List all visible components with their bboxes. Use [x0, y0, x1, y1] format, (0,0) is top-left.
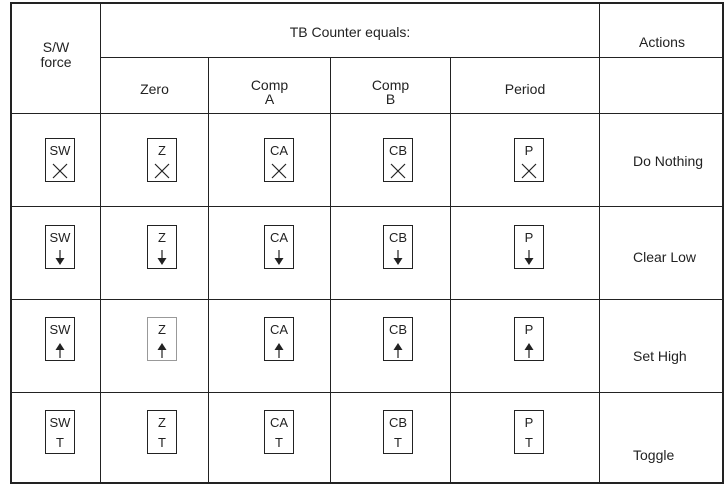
col-divider [100, 2, 101, 484]
symbol-box: CB [383, 225, 413, 269]
symbol-box: Z [147, 225, 177, 269]
arrow-down-icon [46, 250, 74, 266]
arrow-down-icon [515, 250, 543, 266]
row-divider [10, 299, 724, 300]
cross-icon [515, 163, 543, 179]
arrow-down-icon [148, 250, 176, 266]
action-label: Do Nothing [633, 153, 704, 169]
symbol-box: CA [264, 225, 294, 269]
symbol-box-label: Z [158, 322, 166, 337]
action-label: Toggle [633, 447, 675, 463]
col-divider [208, 57, 209, 484]
symbol-box-label: CB [388, 415, 408, 430]
col-divider [450, 57, 451, 484]
arrow-up-icon [265, 342, 293, 358]
sw-force-header: S/W force [12, 40, 100, 70]
column-header-zero: Zero [140, 81, 169, 97]
symbol-box-label: SW [49, 230, 71, 245]
row-divider [10, 113, 724, 114]
row-divider [101, 57, 599, 58]
arrow-up-icon [148, 342, 176, 358]
arrow-up-icon [384, 342, 412, 358]
toggle-symbol: T [394, 435, 402, 450]
column-header-comp-b: Comp B [371, 77, 410, 107]
symbol-box-label: SW [49, 143, 71, 158]
symbol-box: CB [383, 138, 413, 182]
symbol-box-label: P [524, 415, 534, 430]
toggle-symbol: T [525, 435, 533, 450]
symbol-box: CA T [264, 410, 294, 454]
symbol-box: CB T [383, 410, 413, 454]
symbol-box-label: CB [388, 143, 408, 158]
symbol-box-label: CA [269, 415, 289, 430]
row-divider [10, 392, 724, 393]
tb-counter-header: TB Counter equals: [289, 24, 411, 40]
row-divider [600, 57, 724, 58]
symbol-box: CA [264, 138, 294, 182]
symbol-box: P [514, 317, 544, 361]
cross-icon [384, 163, 412, 179]
symbol-box-label: P [524, 143, 534, 158]
cross-icon [148, 163, 176, 179]
symbol-box-label: P [524, 230, 534, 245]
column-header-period: Period [504, 81, 546, 97]
symbol-box-label: Z [158, 230, 166, 245]
toggle-symbol: T [275, 435, 283, 450]
arrow-up-icon [515, 342, 543, 358]
symbol-box-label: Z [158, 415, 166, 430]
symbol-box: CB [383, 317, 413, 361]
symbol-box-label: P [524, 322, 534, 337]
symbol-box: SW T [45, 410, 75, 454]
cross-icon [46, 163, 74, 179]
arrow-down-icon [265, 250, 293, 266]
symbol-box-label: CB [388, 230, 408, 245]
symbol-box-label: CA [269, 230, 289, 245]
symbol-box-label: CA [269, 143, 289, 158]
column-header-comp-a: Comp A [250, 77, 289, 107]
symbol-box-label: SW [49, 415, 71, 430]
symbol-box: SW [45, 138, 75, 182]
col-divider [330, 57, 331, 484]
symbol-box: P [514, 138, 544, 182]
symbol-box-label: SW [49, 322, 71, 337]
symbol-box-label: Z [158, 143, 166, 158]
sw-force-header-line2: force [40, 54, 72, 70]
row-divider [10, 206, 724, 207]
symbol-box: Z [147, 317, 177, 361]
toggle-symbol: T [158, 435, 166, 450]
symbol-box-label: CA [269, 322, 289, 337]
symbol-box: Z [147, 138, 177, 182]
symbol-box: CA [264, 317, 294, 361]
sw-force-header-line1: S/W [42, 39, 70, 55]
actions-header: Actions [639, 34, 685, 50]
symbol-box: SW [45, 317, 75, 361]
action-label: Clear Low [633, 249, 697, 265]
symbol-box-label: CB [388, 322, 408, 337]
symbol-box: P [514, 225, 544, 269]
col-divider [599, 2, 600, 484]
action-label: Set High [633, 348, 687, 364]
toggle-symbol: T [56, 435, 64, 450]
arrow-down-icon [384, 250, 412, 266]
arrow-up-icon [46, 342, 74, 358]
cross-icon [265, 163, 293, 179]
symbol-box: SW [45, 225, 75, 269]
action-qualifier-table [10, 2, 724, 484]
